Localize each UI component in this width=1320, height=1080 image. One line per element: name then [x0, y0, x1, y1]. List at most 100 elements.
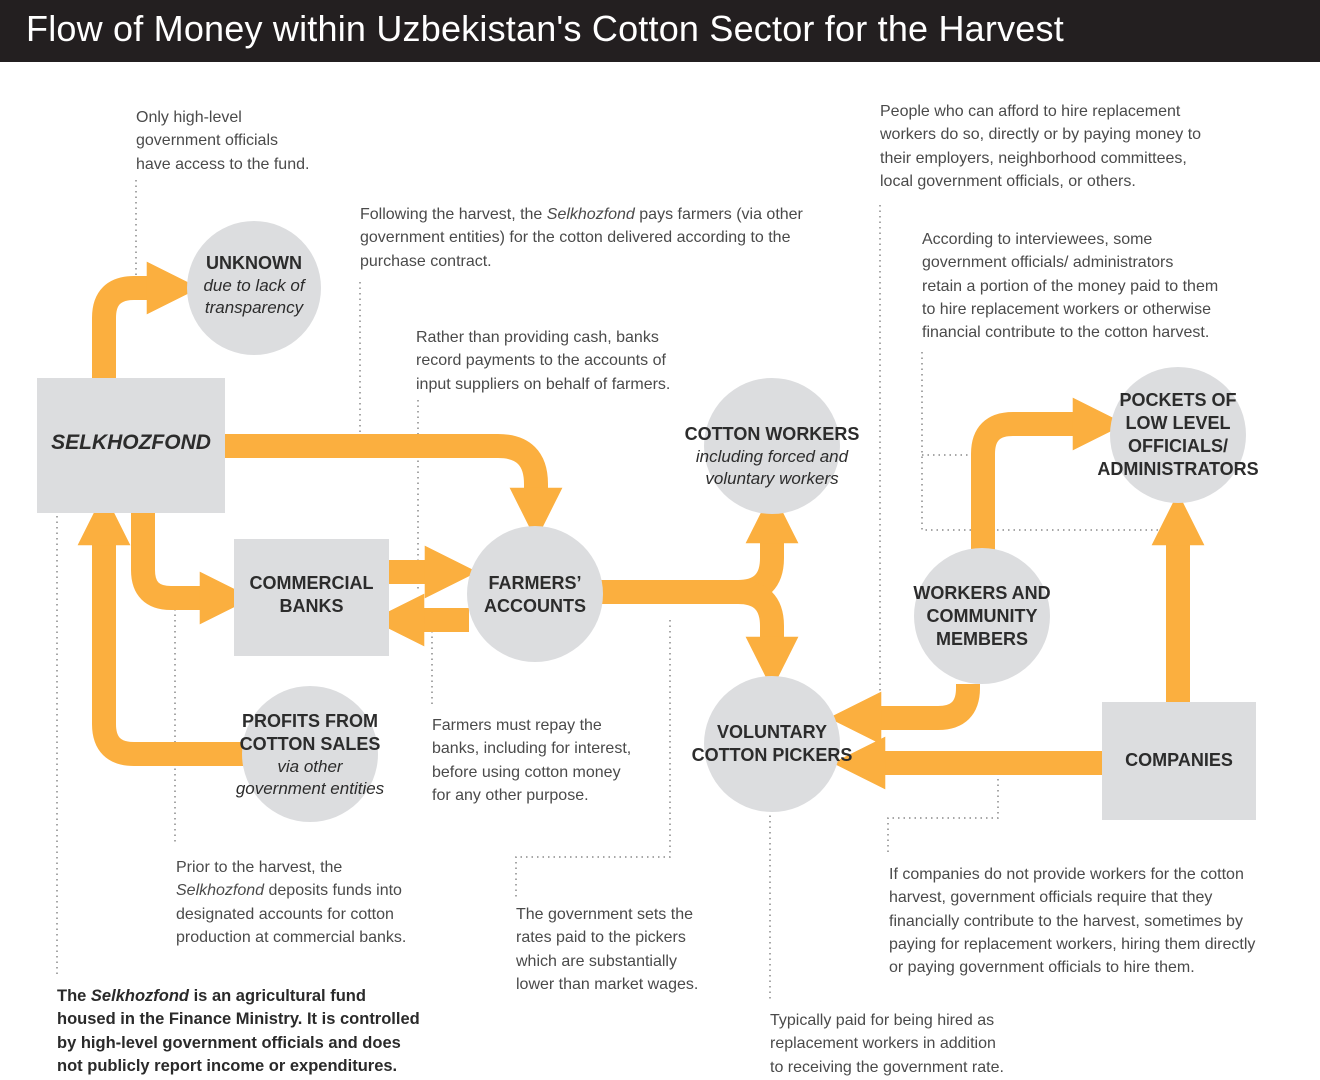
arrow-workers-to-voluntary-pickers	[828, 684, 980, 745]
node-commercial-banks	[234, 539, 389, 656]
unknown-sub-2: transparency	[204, 298, 304, 317]
note-line: harvest, government officials require th…	[889, 889, 1213, 907]
note-line: Only high-level	[136, 109, 242, 126]
label-commercial-banks: COMMERCIAL BANKS	[234, 572, 389, 618]
note-typically-paid: Typically paid for being hired as replac…	[770, 1009, 1004, 1079]
note-only-high-level: Only high-level government officials hav…	[136, 106, 309, 176]
cotton-workers-sub-1: including forced and	[695, 447, 849, 466]
note-line: Farmers must repay the	[432, 717, 602, 734]
nodes	[37, 221, 1256, 822]
node-profits	[242, 686, 378, 822]
note-line: before using cotton money	[432, 763, 621, 781]
note-line: Selkhozfond deposits funds into	[176, 882, 402, 900]
note-line: retain a portion of the money paid to th…	[922, 277, 1219, 295]
title-bar: Flow of Money within Uzbekistan's Cotton…	[0, 0, 1320, 62]
unknown-title: UNKNOWN	[206, 253, 302, 273]
workers-line-1: WORKERS AND	[913, 583, 1051, 603]
label-unknown: UNKNOWN due to lack of transparency	[184, 252, 324, 319]
pickers-line-1: VOLUNTARY	[717, 722, 827, 742]
note-line: Rather than providing cash, banks	[416, 329, 659, 346]
profits-sub-2: government entities	[235, 779, 385, 798]
note-line: According to interviewees, some	[922, 231, 1153, 248]
note-if-companies: If companies do not provide workers for …	[889, 863, 1255, 979]
label-companies: COMPANIES	[1125, 750, 1233, 770]
cotton-workers-title: COTTON WORKERS	[684, 424, 860, 444]
workers-line-3: MEMBERS	[935, 629, 1028, 649]
note-line: paying for replacement workers, hiring t…	[889, 935, 1256, 953]
note-line: government entities) for the cotton deli…	[360, 229, 791, 247]
leader-if-companies	[887, 768, 999, 856]
label-pockets: POCKETS OF LOW LEVEL OFFICIALS/ ADMINIST…	[1088, 389, 1268, 481]
note-line: Following the harvest, the Selkhozfond p…	[360, 206, 803, 223]
label-farmers-accounts: FARMERS’ ACCOUNTS	[467, 572, 603, 618]
leader-government-sets	[515, 620, 671, 898]
pockets-line-3: OFFICIALS/	[1128, 436, 1228, 456]
note-line: The Selkhozfond is an agricultural fund	[57, 987, 366, 1005]
label-selkhozfond: SELKHOZFOND	[51, 431, 211, 454]
note-line: purchase contract.	[360, 252, 492, 270]
pockets-line-2: LOW LEVEL	[1125, 413, 1231, 433]
note-line: their employers, neighborhood committees…	[880, 149, 1187, 167]
note-line: local government officials, or others.	[880, 172, 1136, 190]
banks-line-2: BANKS	[279, 596, 344, 616]
node-unknown	[187, 221, 321, 355]
note-line: People who can afford to hire replacemen…	[880, 103, 1181, 120]
arrow-selkhozfond-to-banks	[131, 513, 253, 625]
flow-arrows	[77, 261, 1205, 790]
workers-line-2: COMMUNITY	[926, 606, 1038, 626]
label-voluntary-pickers: VOLUNTARY COTTON PICKERS	[682, 721, 862, 767]
node-voluntary-pickers	[704, 676, 840, 812]
profits-sub-1: via other	[277, 757, 343, 776]
note-line: government officials/ administrators	[922, 254, 1174, 272]
node-farmers-accounts	[467, 526, 603, 662]
page-title: Flow of Money within Uzbekistan's Cotton…	[26, 8, 1064, 49]
note-line: workers do so, directly or by paying mon…	[880, 126, 1202, 144]
note-following-harvest: Following the harvest, the Selkhozfond p…	[360, 203, 803, 273]
pockets-line-1: POCKETS OF	[1119, 390, 1237, 410]
note-line: to receiving the government rate.	[770, 1058, 1004, 1076]
note-line: replacement workers in addition	[770, 1035, 996, 1053]
note-line: banks, including for interest,	[432, 740, 632, 758]
note-line: have access to the fund.	[136, 155, 310, 173]
node-pockets	[1110, 367, 1246, 503]
pockets-line-4: ADMINISTRATORS	[1097, 459, 1259, 479]
label-cotton-workers: COTTON WORKERS including forced and volu…	[672, 423, 872, 490]
note-line: If companies do not provide workers for …	[889, 866, 1244, 883]
note-line: for any other purpose.	[432, 786, 589, 804]
label-profits: PROFITS FROM COTTON SALES via other gove…	[210, 710, 410, 800]
note-line: input suppliers on behalf of farmers.	[416, 375, 671, 393]
profits-line-1: PROFITS FROM	[242, 711, 378, 731]
note-line: rates paid to the pickers	[516, 929, 686, 947]
note-line: not publicly report income or expenditur…	[57, 1056, 398, 1075]
note-line: by high-level government officials and d…	[57, 1033, 401, 1052]
label-workers-community: WORKERS AND COMMUNITY MEMBERS	[902, 582, 1062, 651]
node-selkhozfond	[37, 378, 225, 513]
node-workers-community	[914, 548, 1050, 684]
note-line: housed in the Finance Ministry. It is co…	[57, 1010, 420, 1029]
unknown-sub-1: due to lack of	[203, 276, 305, 295]
note-line: financially contribute to the harvest, s…	[889, 912, 1243, 930]
note-prior-harvest: Prior to the harvest, the Selkhozfond de…	[176, 856, 406, 949]
note-people-afford: People who can afford to hire replacemen…	[880, 100, 1201, 193]
note-line: Prior to the harvest, the	[176, 859, 343, 876]
note-line: which are substantially	[516, 952, 677, 970]
arrow-profits-to-selkhozfond	[77, 492, 245, 766]
node-companies	[1102, 702, 1256, 820]
note-line: Typically paid for being hired as	[770, 1012, 995, 1029]
note-selkhozfond-definition: The Selkhozfond is an agricultural fund …	[57, 985, 420, 1078]
cotton-workers-sub-2: voluntary workers	[705, 469, 839, 488]
arrow-selkhozfond-to-farmers	[225, 434, 563, 541]
banks-line-1: COMMERCIAL	[249, 573, 374, 593]
note-line: designated accounts for cotton	[176, 905, 394, 923]
farmers-line-2: ACCOUNTS	[484, 596, 586, 616]
note-line: lower than market wages.	[516, 975, 699, 993]
profits-line-2: COTTON SALES	[239, 734, 381, 754]
note-farmers-repay: Farmers must repay the banks, including …	[432, 714, 631, 807]
arrow-selkhozfond-to-unknown	[92, 261, 200, 378]
note-line: to hire replacement workers or otherwise	[922, 300, 1212, 318]
arrow-workers-to-pockets	[971, 397, 1126, 550]
note-line: production at commercial banks.	[176, 928, 407, 946]
note-line: or paying government officials to hire t…	[889, 959, 1195, 977]
node-cotton-workers	[704, 378, 840, 514]
